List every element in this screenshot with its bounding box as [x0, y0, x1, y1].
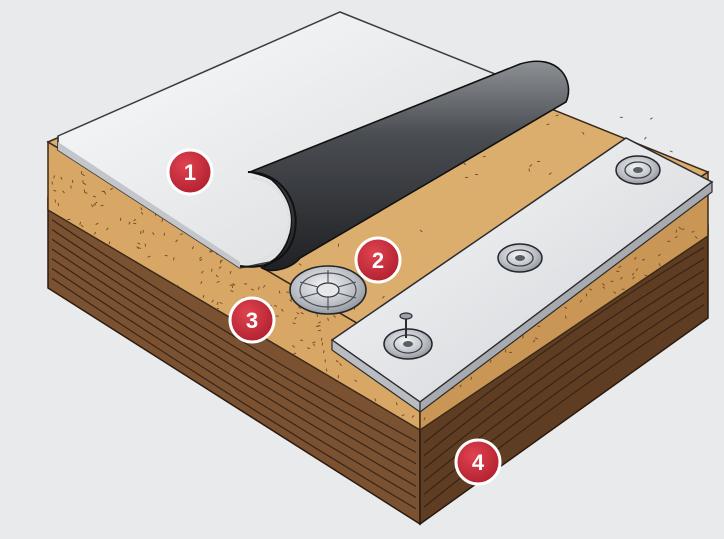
insulation-fiber: [670, 151, 673, 152]
stress-plate: [290, 266, 366, 314]
callout-2-label: 2: [372, 248, 384, 273]
insulation-fiber: [644, 137, 646, 139]
strip-fastener-1: [616, 156, 660, 184]
callout-3-label: 3: [246, 308, 258, 333]
callout-4-label: 4: [472, 450, 485, 475]
insulation-fiber: [692, 232, 695, 233]
insulation-fiber: [643, 294, 646, 295]
strip-fastener-3: [384, 329, 432, 359]
insulation-fiber: [318, 330, 321, 331]
callout-2: 2: [356, 238, 400, 282]
insulation-fiber: [483, 156, 486, 157]
insulation-fiber: [321, 338, 322, 341]
insulation-fiber: [145, 244, 146, 247]
insulation-fiber: [203, 295, 204, 298]
callout-1-label: 1: [184, 160, 196, 185]
strip-fastener-2: [498, 244, 542, 272]
insulation-fiber: [165, 255, 168, 256]
callout-4: 4: [456, 440, 500, 484]
insulation-fiber: [174, 257, 175, 260]
callout-1: 1: [168, 150, 212, 194]
insulation-fiber: [650, 118, 653, 120]
insulation-fiber: [529, 169, 530, 172]
callout-3: 3: [230, 298, 274, 342]
insulation-fiber: [84, 189, 85, 192]
insulation-fiber: [324, 350, 325, 353]
